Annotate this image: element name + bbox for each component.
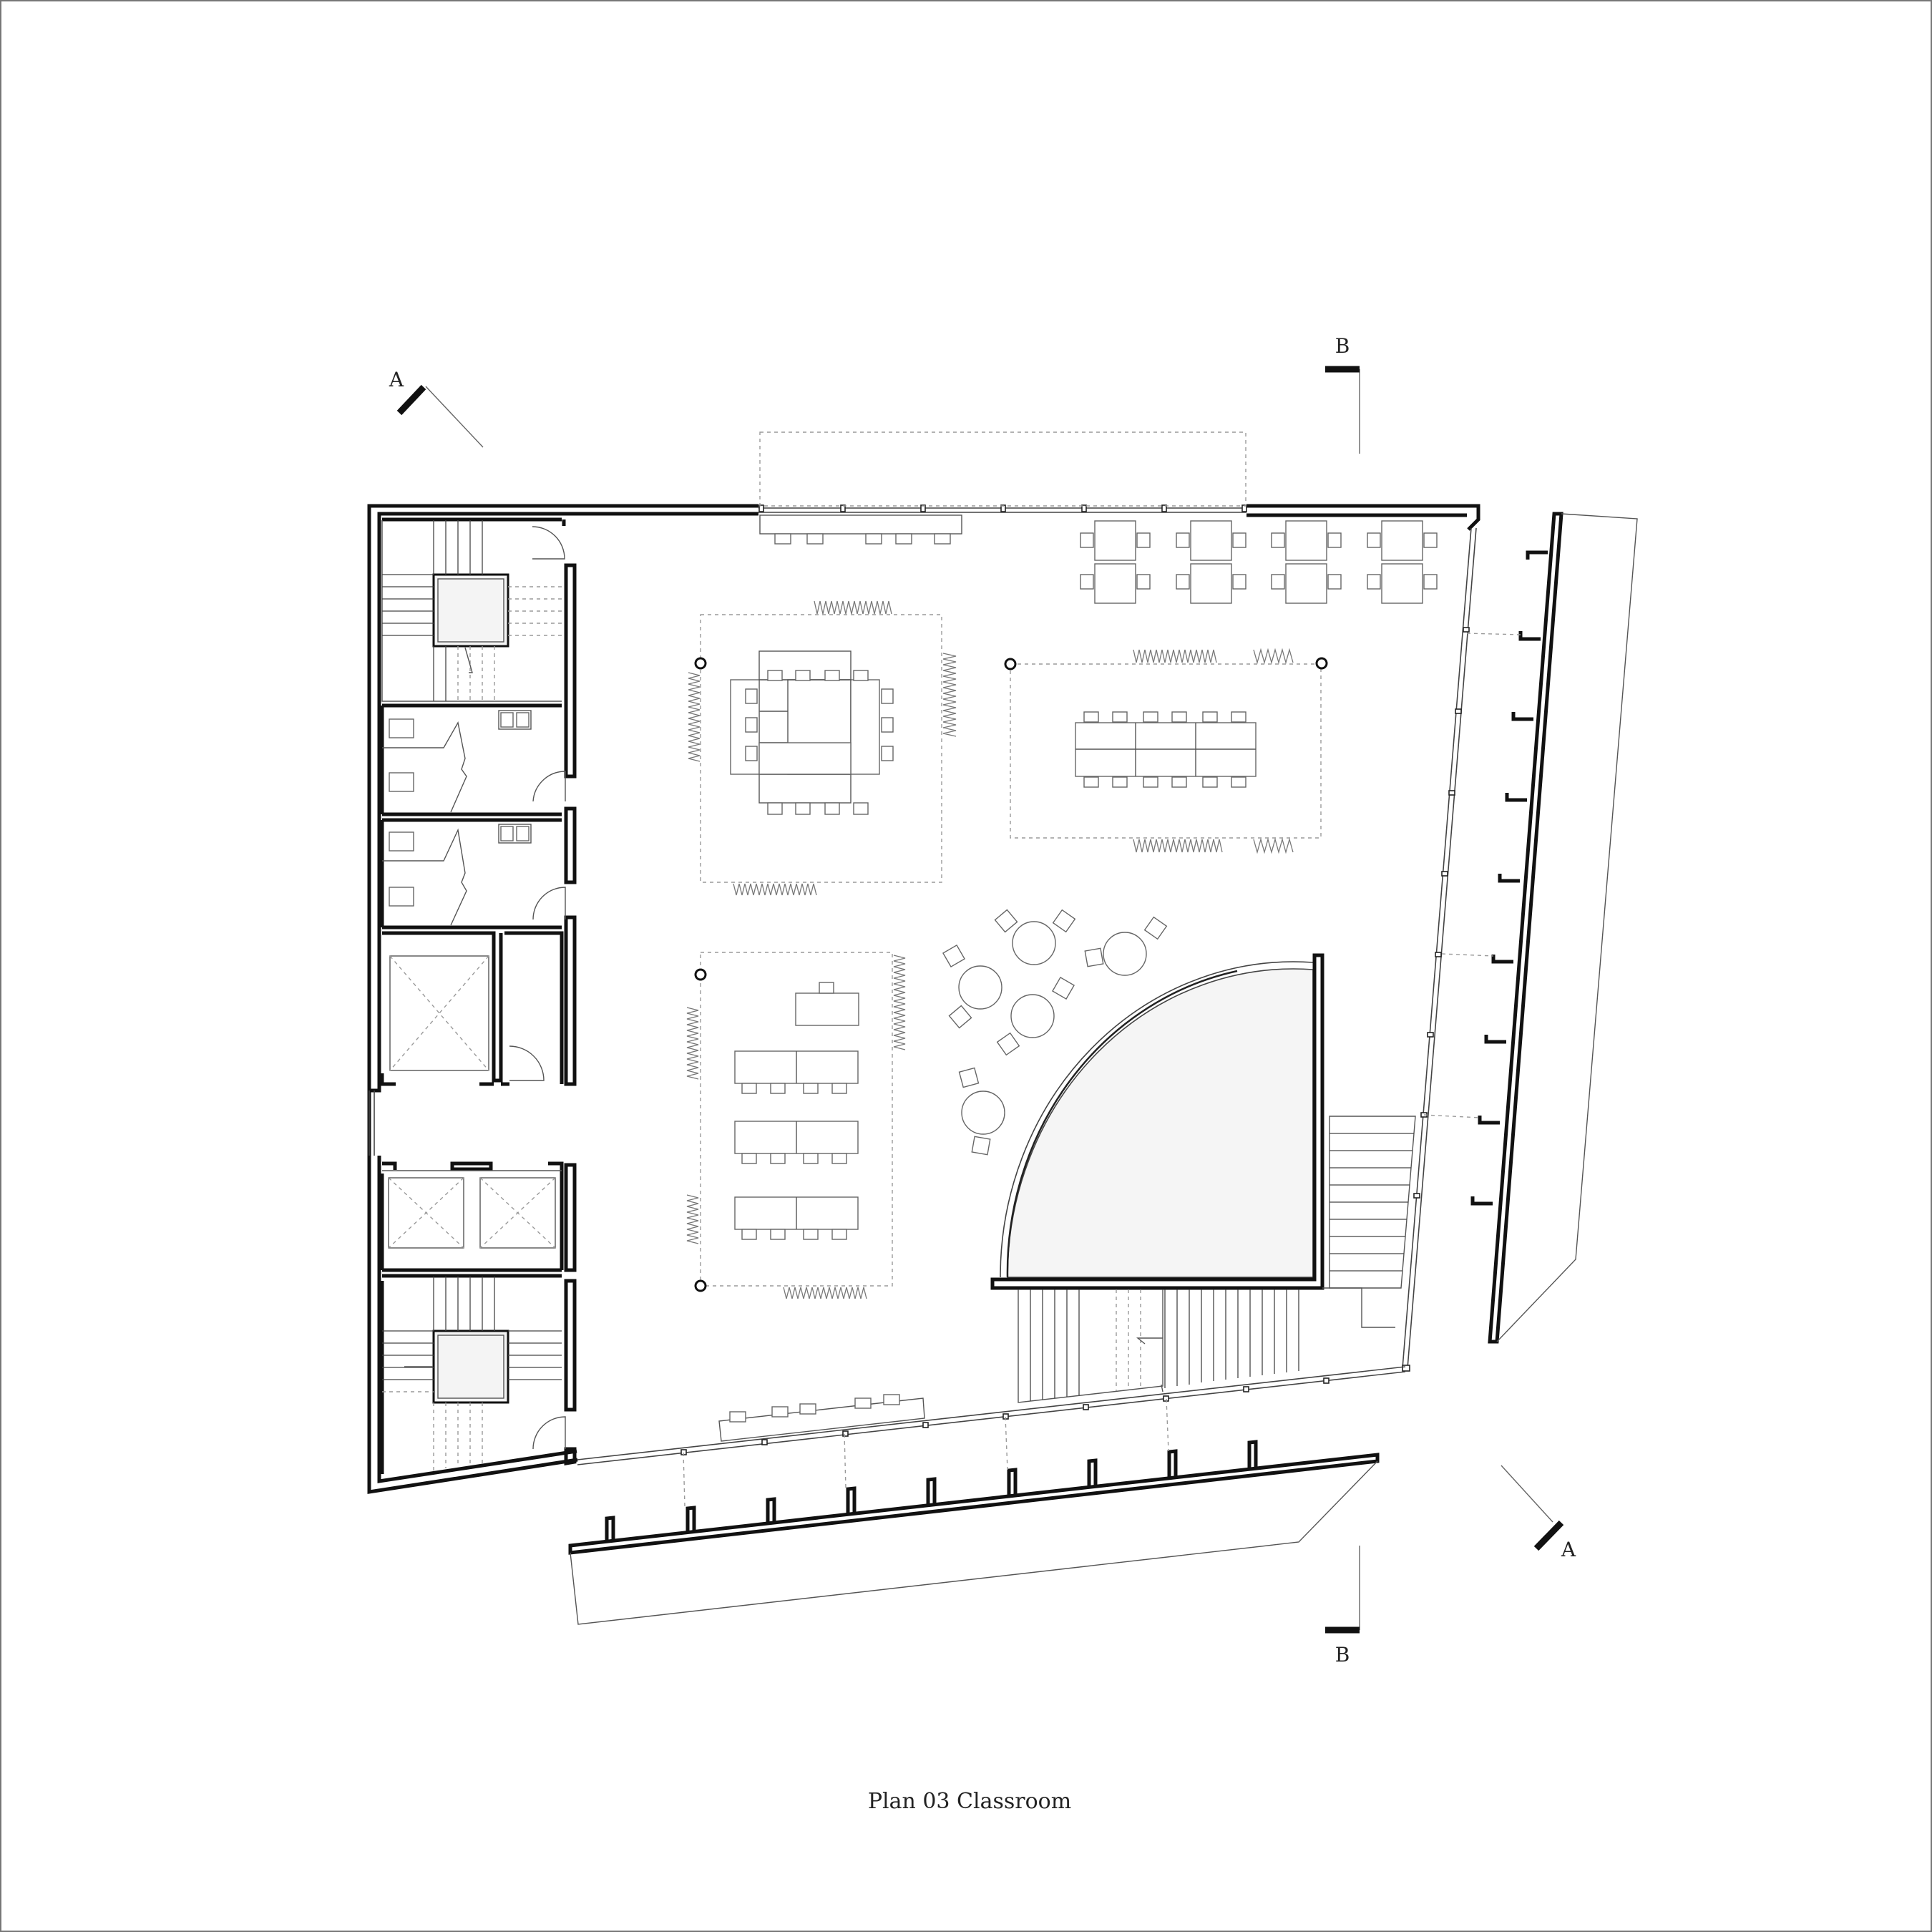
bottom-shading-fins [568, 1398, 1380, 1625]
service-shaft [389, 955, 545, 1081]
stair-south [382, 1277, 566, 1470]
stair-north [382, 520, 565, 701]
atrium-volume [990, 953, 1324, 1290]
dining-tables-north [1080, 520, 1438, 604]
entrance-canopy-outline [759, 431, 1246, 507]
right-facade-glazing [1402, 527, 1477, 1372]
bottom-facade-glazing [577, 1366, 1406, 1465]
top-facade-mullions [758, 504, 1247, 512]
right-shading-fins [1423, 512, 1638, 1344]
restroom-1 [382, 710, 566, 813]
classroom-zone-2 [1004, 648, 1328, 854]
classroom-zone-3 [686, 952, 906, 1299]
service-core [380, 517, 577, 1474]
stair-south-atrium [1018, 1289, 1299, 1403]
section-marker-b-bottom: B [1325, 1546, 1360, 1667]
section-label-b-top: B [1335, 334, 1350, 358]
section-label-b-bottom: B [1335, 1643, 1350, 1667]
lounge-round-tables [942, 909, 1168, 1156]
classroom-zone-1 [688, 600, 957, 896]
section-marker-a-top: A [389, 368, 484, 448]
elevators [382, 1170, 562, 1249]
south-window-bench [718, 1394, 925, 1442]
drawing-title: Plan 03 Classroom [868, 1789, 1071, 1814]
exterior-walls [367, 504, 1480, 1494]
window-desks [759, 514, 962, 545]
restroom-2 [382, 824, 566, 926]
section-marker-b-top: B [1325, 334, 1360, 454]
section-label-a-top: A [389, 368, 404, 391]
grand-stair-east [1322, 1116, 1416, 1328]
section-marker-a-bottom: A [1501, 1465, 1576, 1561]
section-label-a-bottom: A [1561, 1538, 1576, 1561]
